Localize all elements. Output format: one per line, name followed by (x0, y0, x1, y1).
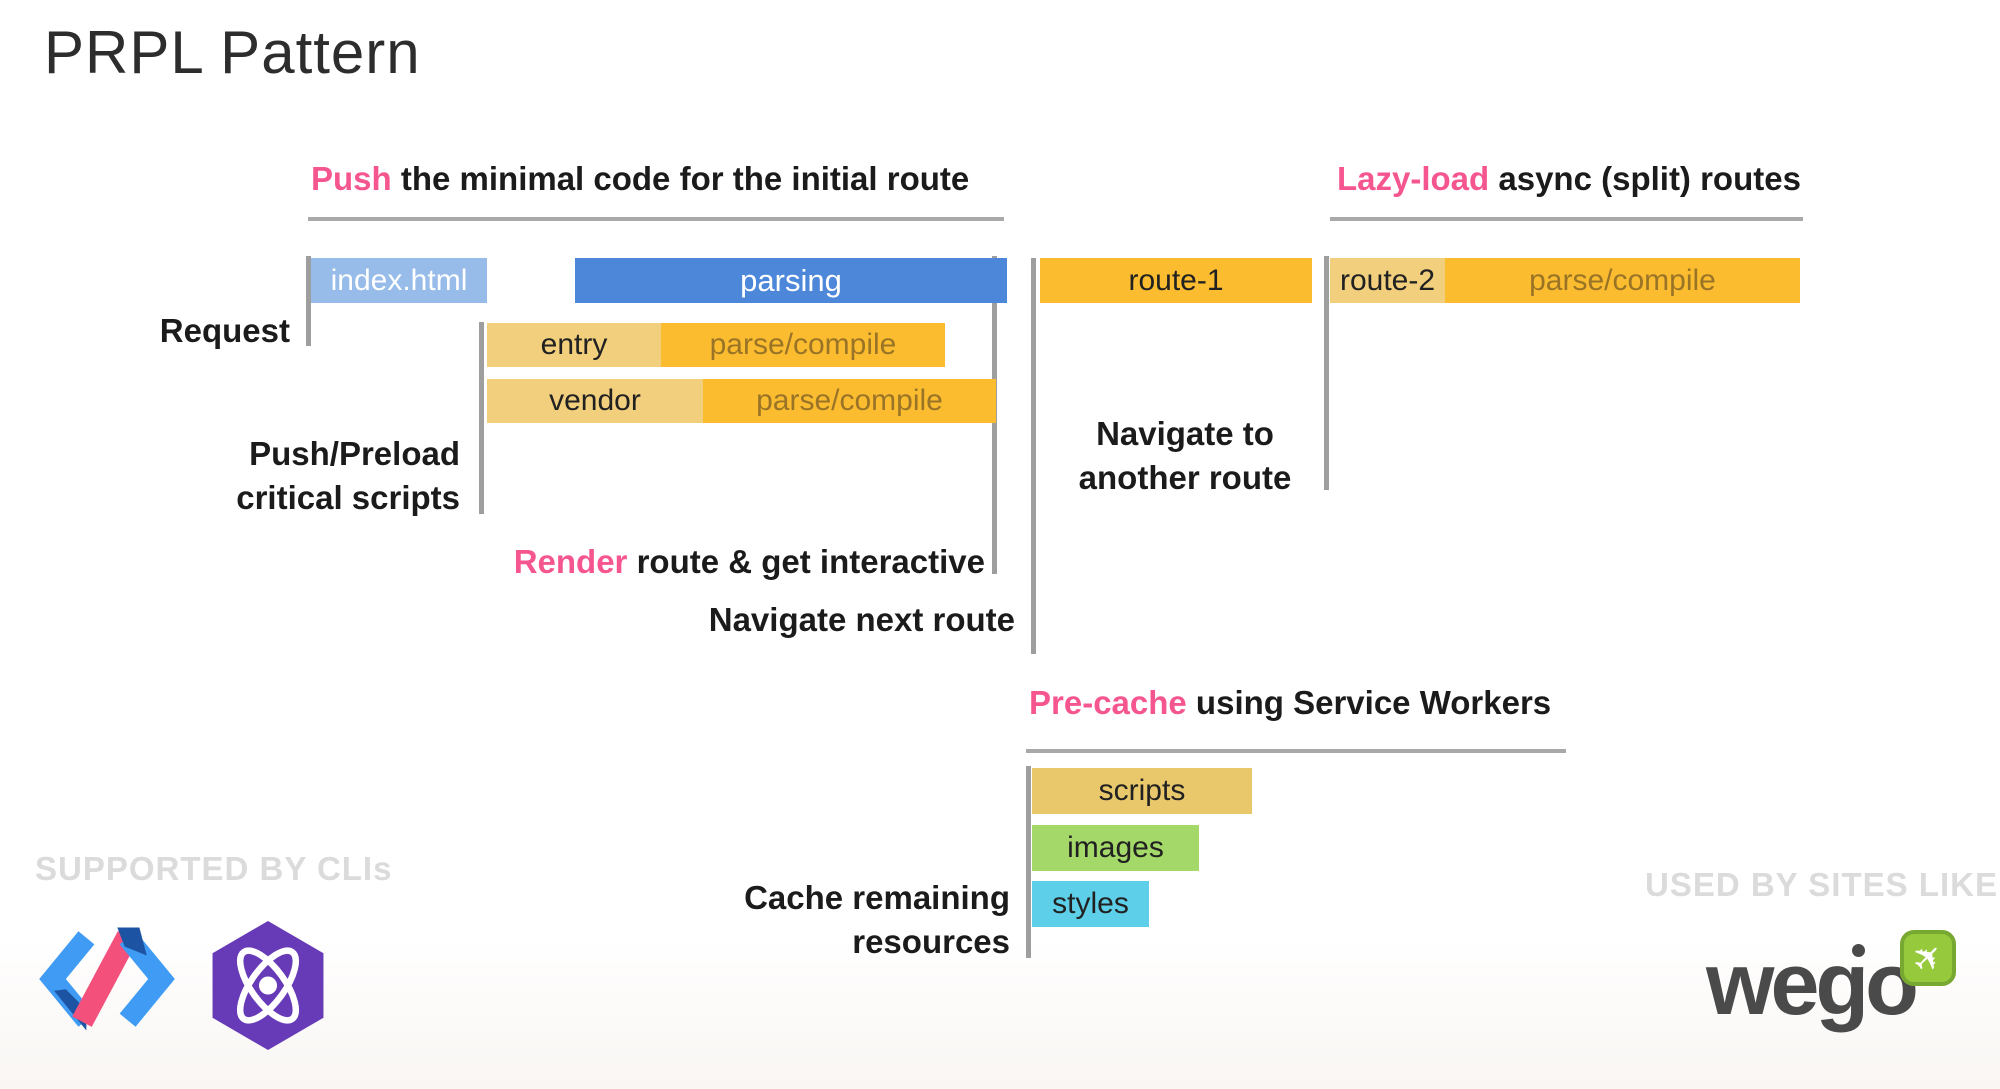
precache-section-underline (1026, 749, 1566, 753)
page-title: PRPL Pattern (44, 19, 421, 86)
used-by-sites-caption: USED BY SITES LIKE (1645, 866, 1998, 903)
bar-scripts: scripts (1032, 768, 1252, 814)
push-preload-label: Push/Preload critical scripts (160, 432, 460, 519)
push-preload-timeline-line (479, 322, 484, 514)
navigate-next-label: Navigate next route (708, 601, 1015, 638)
bar-route-2-parse-compile: parse/compile (1445, 258, 1800, 303)
lazyload-section-heading: Lazy-load async (split) routes (1337, 160, 1801, 198)
bar-entry-parse-compile: parse/compile (661, 323, 945, 367)
bar-images: images (1032, 825, 1199, 871)
bar-vendor-parse-compile: parse/compile (703, 379, 996, 423)
supported-by-clis-caption: SUPPORTED BY CLIs (35, 850, 393, 887)
navigate-another-label-line1: Navigate to (1096, 415, 1274, 452)
request-label: Request (159, 312, 290, 349)
bar-index-html: index.html (311, 258, 487, 303)
navigate-another-timeline-line (1324, 256, 1329, 490)
lazyload-heading-rest: async (split) routes (1489, 160, 1801, 197)
navigate-next-timeline-line (1031, 258, 1036, 654)
render-label-highlight: Render (513, 543, 628, 580)
bar-parsing: parsing (575, 258, 1007, 303)
wego-dot (1852, 944, 1865, 957)
precache-section-heading: Pre-cache using Service Workers (1029, 684, 1551, 722)
push-section-underline (308, 217, 1004, 221)
cache-remaining-label-line2: resources (852, 922, 1010, 960)
preact-logo (203, 921, 333, 1050)
push-section-heading: Push the minimal code for the initial ro… (311, 160, 969, 198)
lazyload-heading-highlight: Lazy-load (1337, 160, 1490, 197)
bar-entry: entry (487, 323, 661, 367)
navigate-another-label-line2: another route (1078, 458, 1292, 496)
polymer-logo-icon (39, 927, 175, 1031)
cache-remaining-label-line1: Cache remaining (744, 879, 1010, 916)
push-preload-label-line1: Push/Preload (249, 435, 460, 472)
wego-logo: wego ✈ (1706, 930, 1966, 1040)
wego-wordmark: wego (1706, 934, 1919, 1033)
airplane-icon: ✈ (1902, 932, 1953, 983)
precache-heading-rest: using Service Workers (1186, 684, 1552, 721)
bar-route-2: route-2 (1330, 258, 1445, 303)
precache-timeline-line (1026, 766, 1031, 958)
push-heading-rest: the minimal code for the initial route (391, 160, 970, 197)
push-preload-label-line2: critical scripts (236, 478, 460, 516)
polymer-logo (33, 926, 181, 1032)
preact-logo-icon (212, 921, 324, 1050)
bar-route-1: route-1 (1040, 258, 1312, 303)
bar-styles: styles (1032, 881, 1149, 927)
cache-remaining-label: Cache remaining resources (710, 876, 1010, 963)
wego-badge: ✈ (1900, 930, 1956, 986)
navigate-another-label: Navigate to another route (1060, 412, 1310, 499)
push-heading-highlight: Push (311, 160, 392, 197)
render-label: Render route & get interactive (485, 540, 985, 584)
bar-vendor: vendor (487, 379, 703, 423)
render-label-rest: route & get interactive (627, 543, 985, 580)
precache-heading-highlight: Pre-cache (1029, 684, 1187, 721)
lazyload-section-underline (1330, 217, 1803, 221)
request-timeline-line (306, 256, 311, 346)
